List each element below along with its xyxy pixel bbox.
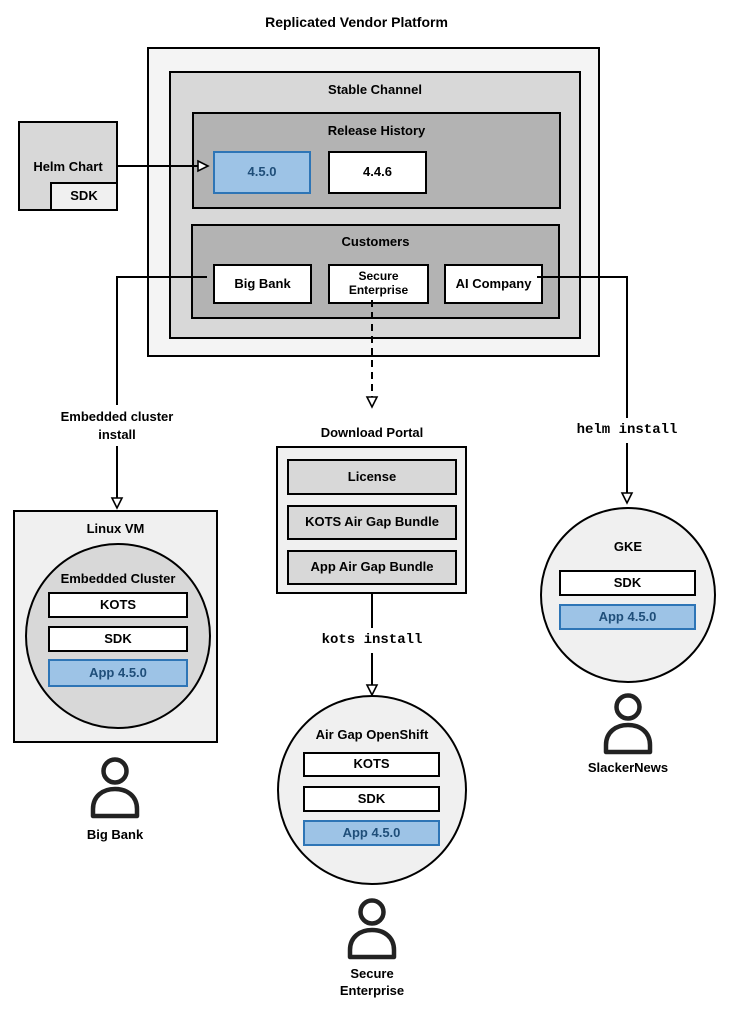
stable-channel-box: Stable Channel Release History 4.5.0 4.4…	[169, 71, 581, 339]
openshift-kots-box: KOTS	[303, 752, 440, 777]
gke-circle: GKE SDK App 4.5.0	[540, 507, 716, 683]
download-portal-box: License KOTS Air Gap Bundle App Air Gap …	[276, 446, 467, 594]
portal-item-kots-airgap: KOTS Air Gap Bundle	[287, 505, 457, 540]
helm-chart-sdk-box: SDK	[50, 182, 118, 211]
gke-app-box: App 4.5.0	[559, 604, 696, 630]
gke-label: GKE	[613, 539, 643, 554]
customers-box: Customers Big Bank Secure Enterprise AI …	[191, 224, 560, 319]
openshift-sdk-box: SDK	[303, 786, 440, 812]
linux-vm-box: Linux VM Embedded Cluster KOTS SDK App 4…	[13, 510, 218, 743]
vendor-platform-box: Stable Channel Release History 4.5.0 4.4…	[147, 47, 600, 357]
download-portal-title: Download Portal	[297, 421, 447, 445]
gke-sdk-box: SDK	[559, 570, 696, 596]
customers-label: Customers	[341, 234, 410, 249]
stable-channel-label: Stable Channel	[328, 82, 422, 97]
customer-secure-enterprise: Secure Enterprise	[328, 264, 429, 304]
helm-chart-box: Helm Chart SDK	[18, 121, 118, 211]
release-history-label: Release History	[327, 123, 426, 138]
embedded-cluster-sdk-box: SDK	[48, 626, 188, 652]
openshift-label: Air Gap OpenShift	[315, 727, 429, 742]
big-bank-user-label: Big Bank	[86, 827, 144, 842]
embedded-cluster-kots-box: KOTS	[48, 592, 188, 618]
openshift-app-box: App 4.5.0	[303, 820, 440, 846]
release-version-450: 4.5.0	[213, 151, 311, 194]
helm-chart-label: Helm Chart	[33, 159, 103, 174]
customer-big-bank: Big Bank	[213, 264, 312, 304]
big-bank-user-icon	[87, 757, 143, 826]
release-version-446: 4.4.6	[328, 151, 427, 194]
slackernews-user-label: SlackerNews	[587, 760, 669, 775]
openshift-circle: Air Gap OpenShift KOTS SDK App 4.5.0	[277, 695, 467, 885]
release-history-box: Release History 4.5.0 4.4.6	[192, 112, 561, 209]
edge-label-embedded-install: Embedded cluster install	[54, 405, 180, 447]
secure-enterprise-user-icon	[344, 898, 400, 967]
portal-item-license: License	[287, 459, 457, 495]
secure-enterprise-user-label: Secure Enterprise	[339, 966, 405, 998]
customer-ai-company: AI Company	[444, 264, 543, 304]
slackernews-user-icon	[600, 693, 656, 762]
edge-label-kots-install: kots install	[302, 628, 442, 653]
embedded-cluster-circle: Embedded Cluster KOTS SDK App 4.5.0	[25, 543, 211, 729]
embedded-cluster-app-box: App 4.5.0	[48, 659, 188, 687]
edge-label-helm-install: helm install	[557, 418, 697, 443]
portal-item-app-airgap: App Air Gap Bundle	[287, 550, 457, 585]
embedded-cluster-label: Embedded Cluster	[60, 571, 176, 586]
diagram-title: Replicated Vendor Platform	[265, 14, 448, 30]
linux-vm-label: Linux VM	[86, 521, 145, 536]
